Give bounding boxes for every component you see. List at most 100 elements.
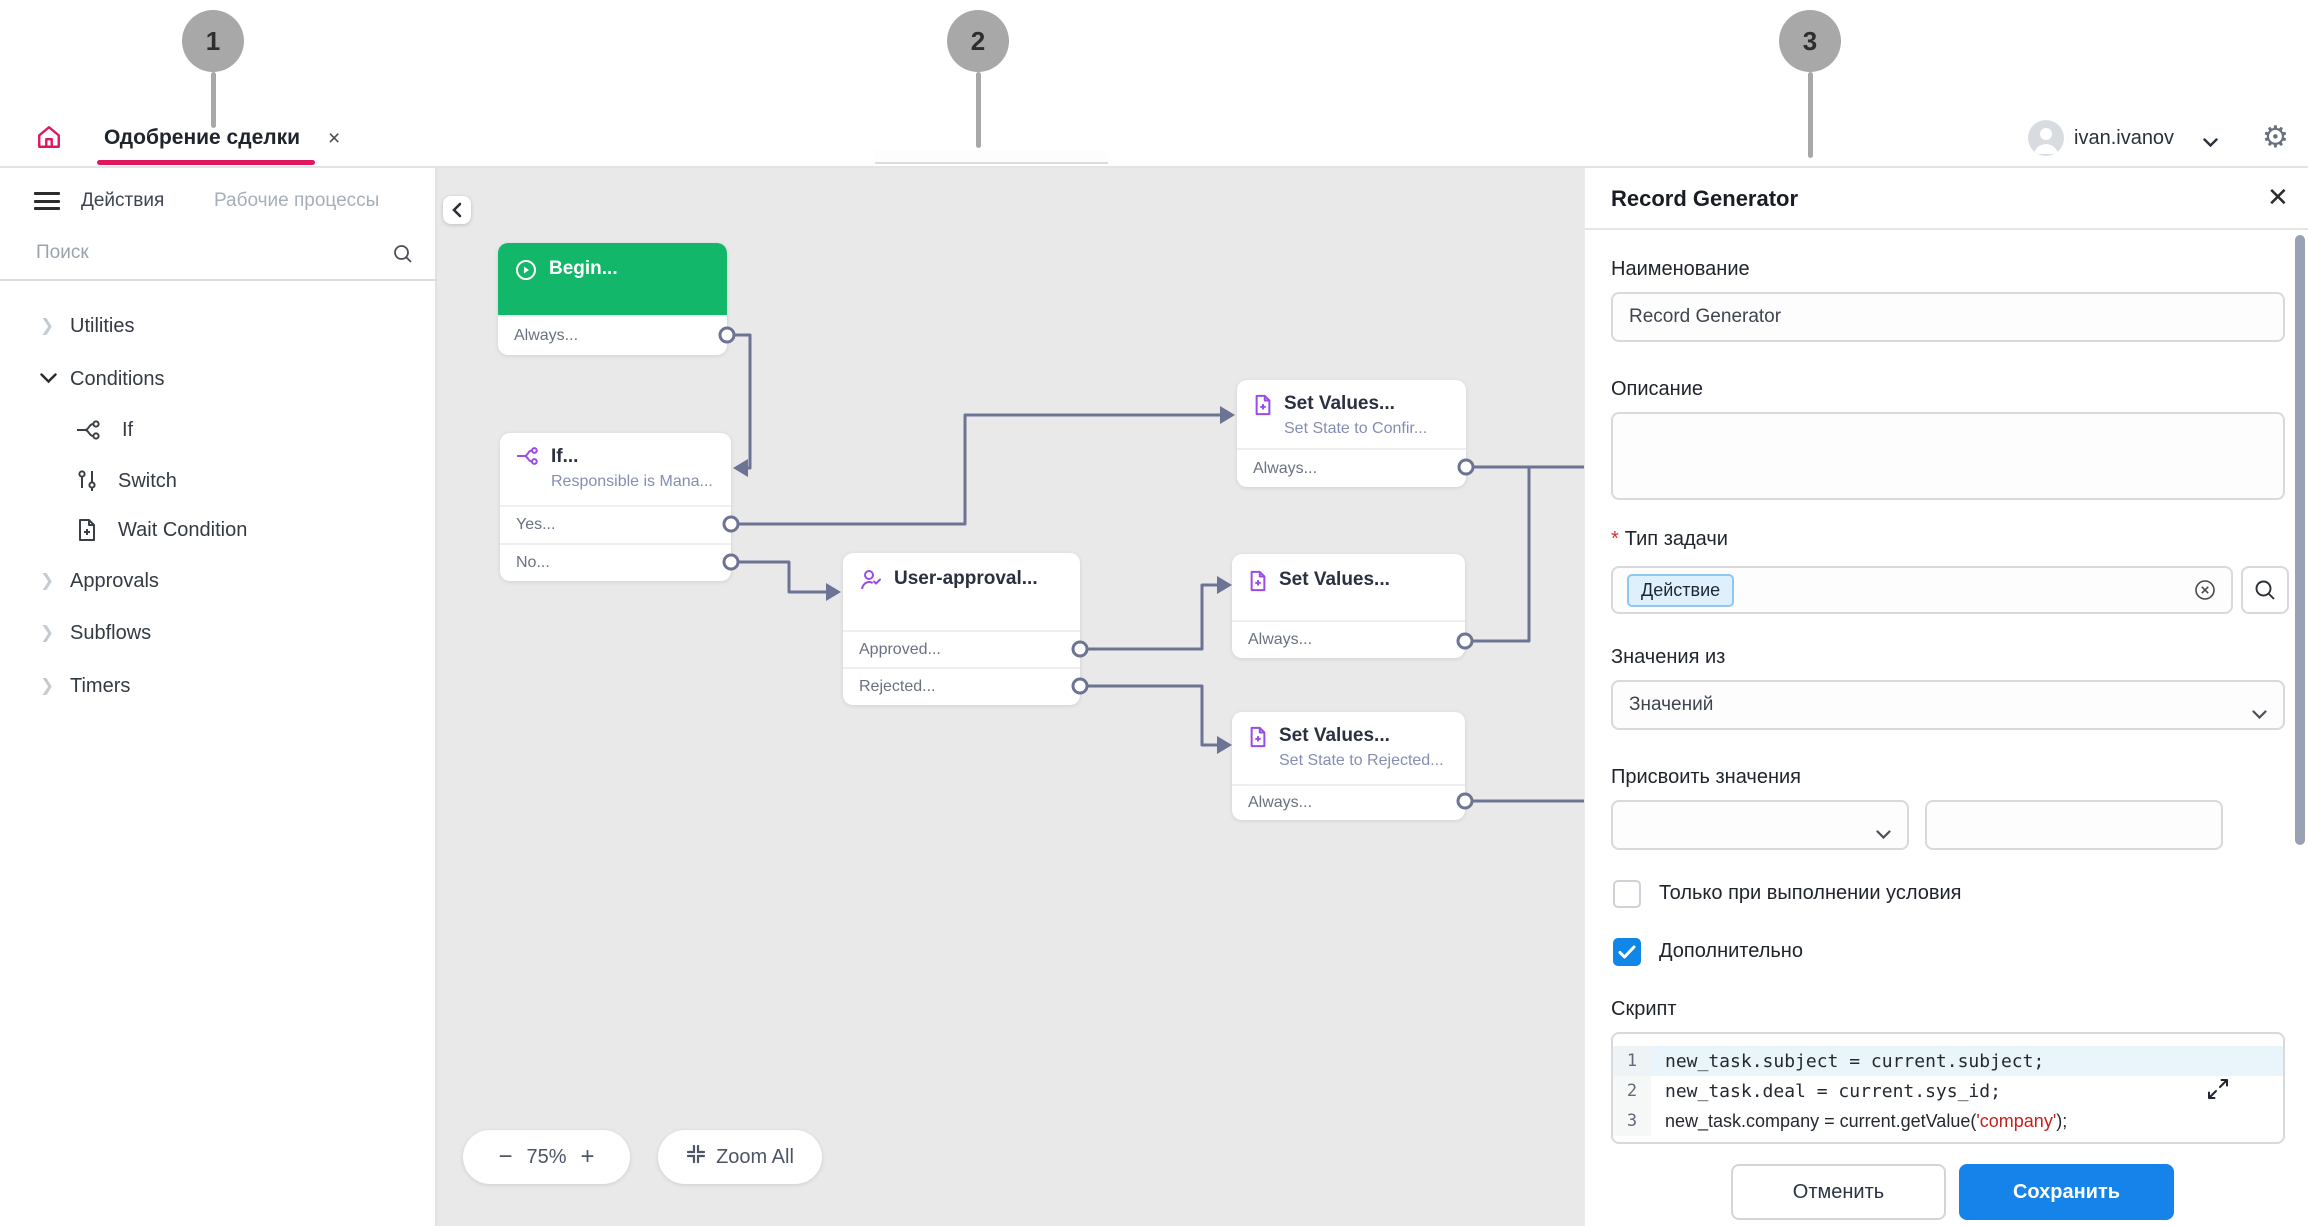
sidebar-tab-actions[interactable]: Действия <box>81 190 165 211</box>
sidebar-item-timers[interactable]: ❯ Timers <box>40 674 131 697</box>
script-line: 2 new_task.deal = current.sys_id; <box>1613 1076 2283 1106</box>
assign-value-input[interactable] <box>1925 800 2223 850</box>
task-type-label: *Тип задачи <box>1611 528 1728 550</box>
values-from-select[interactable]: Значений <box>1611 680 2285 730</box>
chevron-down-icon <box>2252 703 2267 725</box>
script-line: 3 new_task.company = current.getValue('c… <box>1613 1106 2283 1136</box>
user-menu[interactable]: ivan.ivanov <box>2074 127 2175 149</box>
node-set-values-2-exit-always[interactable]: Always... <box>1232 620 1465 658</box>
collapse-sidebar-button[interactable] <box>443 196 471 224</box>
assign-field-select[interactable] <box>1611 800 1909 850</box>
annotation-marker-2: 2 <box>947 10 1009 72</box>
search-placeholder: Поиск <box>36 242 89 263</box>
sidebar-item-switch[interactable]: Switch <box>0 461 437 501</box>
node-begin-exit-always[interactable]: Always... <box>498 315 727 355</box>
annotation-marker-1: 1 <box>182 10 244 72</box>
branch-icon <box>76 419 102 441</box>
chevron-down-icon <box>40 369 57 389</box>
node-user-approval[interactable]: User-approval... Approved... Rejected... <box>843 553 1080 705</box>
close-icon[interactable]: ✕ <box>2267 182 2289 212</box>
panel-title: Record Generator <box>1611 186 1799 211</box>
script-label: Скрипт <box>1611 998 1677 1020</box>
sidebar-item-approvals[interactable]: ❯ Approvals <box>40 569 159 592</box>
chevron-down-icon <box>1876 823 1891 845</box>
expand-icon[interactable] <box>2207 1078 2229 1105</box>
sidebar-item-conditions[interactable]: Conditions <box>0 359 437 399</box>
zoom-out-button[interactable]: − <box>498 1143 513 1170</box>
avatar[interactable] <box>2028 120 2064 156</box>
advanced-checkbox[interactable] <box>1613 938 1641 966</box>
description-field[interactable] <box>1611 412 2285 500</box>
annotation-line-2 <box>976 72 981 148</box>
name-field[interactable] <box>1611 292 2285 342</box>
active-tab-underline <box>97 160 315 165</box>
zoom-all-button[interactable]: Zoom All <box>658 1130 822 1184</box>
script-editor[interactable]: 1 new_task.subject = current.subject; 2 … <box>1611 1032 2285 1144</box>
task-type-search-button[interactable] <box>2241 566 2289 614</box>
document-plus-icon <box>1253 393 1273 422</box>
document-plus-icon <box>1248 569 1268 598</box>
play-circle-icon <box>514 258 538 287</box>
chevron-right-icon: ❯ <box>40 676 55 695</box>
sidebar-tab-workflows[interactable]: Рабочие процессы <box>214 190 380 211</box>
zoom-level: 75% <box>526 1145 567 1168</box>
name-label: Наименование <box>1611 258 1750 280</box>
chevron-right-icon: ❯ <box>40 623 55 642</box>
task-type-tag[interactable]: Действие <box>1627 573 1735 607</box>
annotation-line-3 <box>1808 72 1813 158</box>
sidebar-search[interactable]: Поиск <box>0 228 437 281</box>
node-set-values-3-subtitle: Set State to Rejected... <box>1279 752 1444 769</box>
node-if[interactable]: If... Responsible is Mana... Yes... No..… <box>500 433 731 581</box>
panel-scrollbar[interactable] <box>2295 235 2305 845</box>
canvas-top-strip <box>875 150 1108 164</box>
values-from-label: Значения из <box>1611 646 1726 668</box>
panel-divider <box>1585 228 2308 230</box>
sidebar-item-subflows[interactable]: ❯ Subflows <box>40 621 152 644</box>
node-set-values-1-exit-always[interactable]: Always... <box>1237 448 1466 487</box>
required-asterisk: * <box>1611 528 1619 550</box>
node-set-values-3-exit-always[interactable]: Always... <box>1232 784 1465 820</box>
sidebar-item-utilities[interactable]: ❯ Utilities <box>40 314 135 337</box>
chevron-down-icon <box>2203 134 2218 152</box>
node-user-approval-exit-approved[interactable]: Approved... <box>843 630 1080 667</box>
header: Одобрение сделки × ivan.ivanov ⚙ <box>0 0 2308 168</box>
search-icon[interactable] <box>391 242 415 271</box>
clear-icon[interactable] <box>2193 578 2217 602</box>
sidebar-item-wait-condition[interactable]: Wait Condition <box>0 510 437 550</box>
zoom-all-icon <box>686 1144 706 1170</box>
assign-values-label: Присвоить значения <box>1611 766 1801 788</box>
sidebar-item-if[interactable]: If <box>0 410 437 450</box>
task-type-field[interactable]: Действие <box>1611 566 2233 614</box>
zoom-in-button[interactable]: + <box>580 1143 595 1170</box>
node-begin[interactable]: Begin... Always... <box>498 243 727 355</box>
home-icon[interactable] <box>36 124 62 155</box>
gear-icon[interactable]: ⚙ <box>2262 121 2289 154</box>
node-if-exit-yes[interactable]: Yes... <box>500 505 731 543</box>
node-set-values-2[interactable]: Set Values... Always... <box>1232 554 1465 658</box>
menu-icon[interactable] <box>34 192 60 210</box>
switch-icon <box>76 469 98 493</box>
save-button[interactable]: Сохранить <box>1959 1164 2174 1220</box>
sidebar: Действия Рабочие процессы Поиск ❯ Utilit… <box>0 168 437 1226</box>
condition-checkbox[interactable] <box>1613 880 1641 908</box>
node-user-approval-exit-rejected[interactable]: Rejected... <box>843 667 1080 705</box>
branch-icon <box>516 446 540 471</box>
node-if-subtitle: Responsible is Mana... <box>551 473 713 490</box>
zoom-toolbar: − 75% + <box>463 1130 630 1184</box>
annotation-marker-3: 3 <box>1779 10 1841 72</box>
advanced-checkbox-label: Дополнительно <box>1659 940 1803 962</box>
open-tab-title[interactable]: Одобрение сделки <box>104 126 301 149</box>
chevron-right-icon: ❯ <box>40 316 55 335</box>
annotation-line-1 <box>211 72 216 128</box>
node-set-values-1[interactable]: Set Values... Set State to Confir... Alw… <box>1237 380 1466 487</box>
script-line: 1 new_task.subject = current.subject; <box>1613 1046 2283 1076</box>
cancel-button[interactable]: Отменить <box>1731 1164 1946 1220</box>
node-if-exit-no[interactable]: No... <box>500 543 731 581</box>
description-label: Описание <box>1611 378 1704 400</box>
node-set-values-1-subtitle: Set State to Confir... <box>1284 420 1428 437</box>
node-set-values-3[interactable]: Set Values... Set State to Rejected... A… <box>1232 712 1465 820</box>
document-plus-icon <box>76 518 98 542</box>
workflow-canvas[interactable]: Begin... Always... If... Responsible is … <box>437 168 1584 1226</box>
tab-close-icon[interactable]: × <box>328 127 341 150</box>
